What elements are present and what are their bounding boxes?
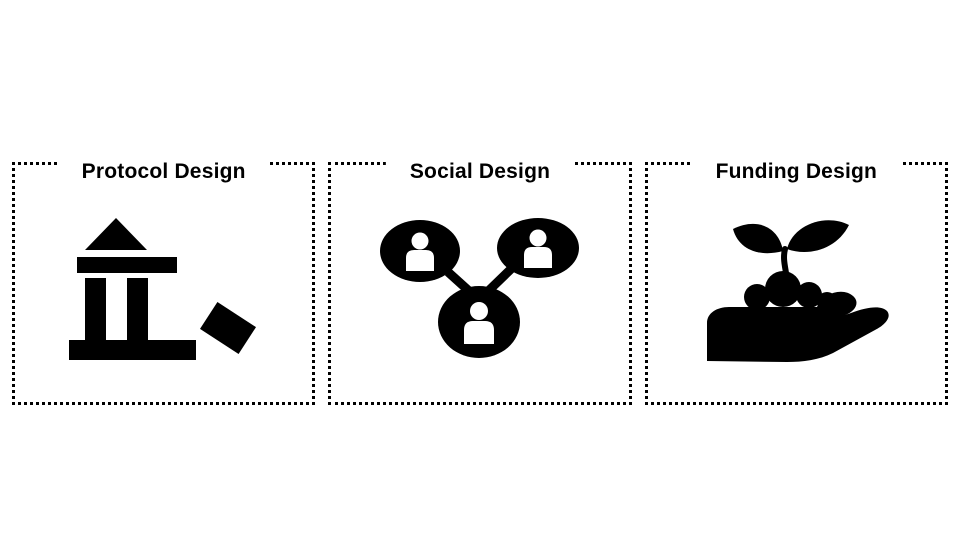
people-network-icon <box>331 165 628 402</box>
panel-title-social-design: Social Design <box>385 159 575 185</box>
building-blocks-icon <box>15 165 312 402</box>
design-panels-row: Protocol Design Social Design <box>12 159 948 405</box>
panel-funding-design: Funding Design <box>644 159 948 405</box>
panel-social-design: Social Design <box>328 159 632 405</box>
panel-title-funding-design: Funding Design <box>691 159 902 185</box>
panel-title-protocol-design: Protocol Design <box>57 159 270 185</box>
panel-protocol-design: Protocol Design <box>12 159 316 405</box>
hand-holding-sprout-icon <box>648 165 945 402</box>
